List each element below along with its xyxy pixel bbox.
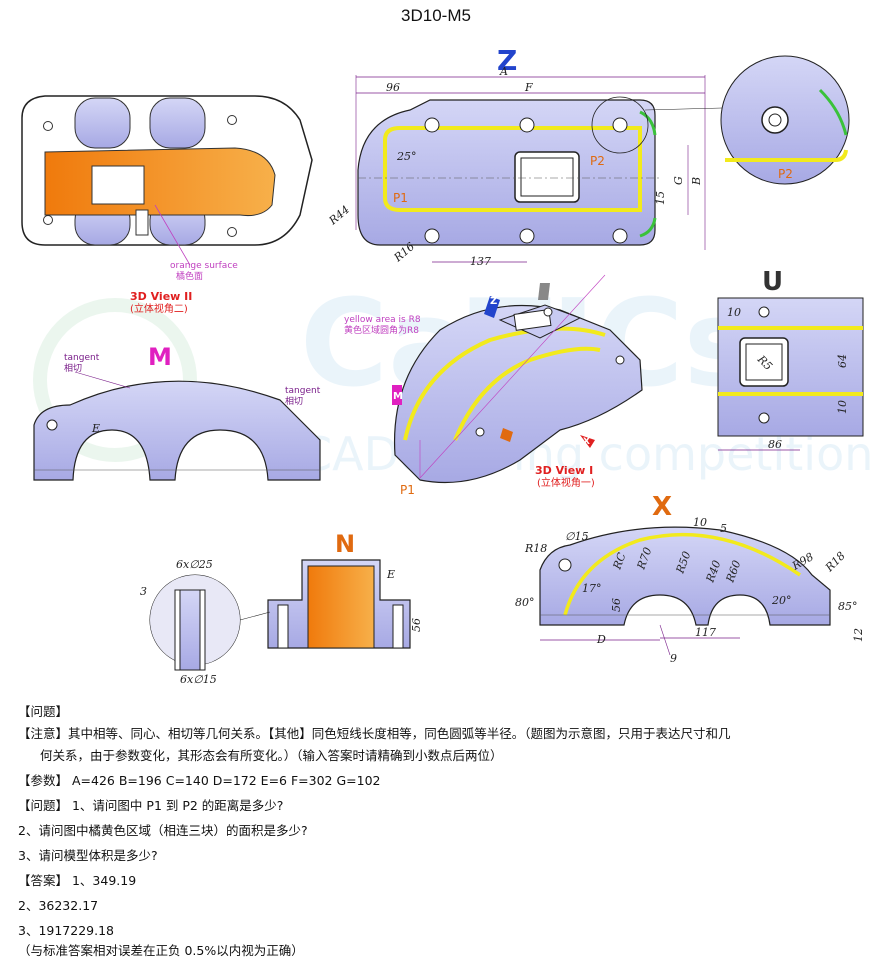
svg-text:3: 3 xyxy=(140,585,147,598)
svg-text:∅15: ∅15 xyxy=(565,530,589,543)
svg-text:10: 10 xyxy=(693,516,707,529)
svg-text:25°: 25° xyxy=(396,150,417,163)
view-u: U 10 R5 64 10 86 xyxy=(717,267,864,451)
answer-1: 【答案】 1、349.19 xyxy=(18,873,137,888)
detail-view-p2: P2 xyxy=(720,55,850,185)
answer-2: 2、36232.17 xyxy=(18,898,99,913)
svg-text:96: 96 xyxy=(386,81,400,94)
svg-text:E: E xyxy=(386,568,395,581)
m-tangent-left: tangent xyxy=(64,353,100,363)
question-1: 【问题】 1、请问图中 P1 到 P2 的距离是多少? xyxy=(18,798,284,813)
svg-text:137: 137 xyxy=(470,255,491,268)
svg-text:80°: 80° xyxy=(515,596,535,609)
svg-text:10: 10 xyxy=(727,306,741,319)
svg-text:117: 117 xyxy=(695,626,716,639)
svg-text:56: 56 xyxy=(410,618,423,632)
tolerance-note: （与标准答案相对误差在正负 0.5%以内视为正确） xyxy=(18,943,304,958)
svg-text:5: 5 xyxy=(720,522,727,535)
svg-text:9: 9 xyxy=(670,652,677,665)
svg-text:D: D xyxy=(596,633,606,646)
svg-text:G: G xyxy=(672,176,685,185)
svg-text:X: X xyxy=(583,437,590,447)
svg-text:E: E xyxy=(91,422,100,435)
yellow-area-label: yellow area is R8 xyxy=(344,315,421,325)
z-p1-label: P1 xyxy=(393,191,408,205)
question-3: 3、请问模型体积是多少? xyxy=(18,848,158,863)
view-3d-ii: orange surface 橘色面 3D View II (立体视角二) xyxy=(21,95,313,315)
view-x: X R18 ∅15 RC R70 R50 R40 R60 R98 R18 10 … xyxy=(515,492,865,665)
view-2-label: 3D View II xyxy=(130,290,192,303)
svg-text:6x∅15: 6x∅15 xyxy=(180,673,217,686)
answer-3: 3、1917229.18 xyxy=(18,923,115,938)
svg-text:A: A xyxy=(499,65,508,78)
view-z: Z A 96 F 25° P1 P2 G B 15 R44 R16 137 xyxy=(326,44,723,268)
view-1-label: 3D View I xyxy=(535,464,593,477)
m-letter: M xyxy=(148,343,172,371)
svg-text:15: 15 xyxy=(654,191,667,205)
yellow-area-label-cn: 黄色区域圆角为R8 xyxy=(344,324,419,336)
detail-p2-label: P2 xyxy=(778,167,793,181)
n-letter: N xyxy=(335,530,355,558)
page-title: 3D10-M5 xyxy=(401,6,471,25)
svg-text:85°: 85° xyxy=(838,600,858,613)
question-header: 【问题】 xyxy=(18,704,69,719)
svg-text:R18: R18 xyxy=(524,542,547,555)
note-line-1: 【注意】其中相等、同心、相切等几何关系。【其他】同色短线长度相等，同色圆弧等半径… xyxy=(18,726,731,741)
view1-p1-label: P1 xyxy=(400,483,415,497)
view-3d-i: Z M X P1 yellow area is R8 黄色区域圆角为R8 3D … xyxy=(344,274,643,497)
view-1-label-cn: (立体视角一) xyxy=(537,476,595,489)
svg-text:56: 56 xyxy=(610,598,623,612)
z-letter: Z xyxy=(497,44,517,77)
svg-text:RC: RC xyxy=(610,550,628,572)
svg-text:86: 86 xyxy=(768,438,782,451)
svg-text:6x∅25: 6x∅25 xyxy=(176,558,213,571)
note-line-2: 何关系，由于参数变化，其形态会有所变化。）（输入答案时请精确到小数点后两位） xyxy=(40,748,503,763)
svg-text:F: F xyxy=(524,81,533,94)
view-n: N E 56 6x∅25 3 6x∅15 xyxy=(140,530,423,686)
m-tangent-right: tangent xyxy=(285,386,321,396)
view-m: M E tangent 相切 tangent 相切 xyxy=(33,343,321,481)
svg-text:M: M xyxy=(393,391,403,402)
svg-text:R44: R44 xyxy=(326,203,352,228)
svg-text:10: 10 xyxy=(836,400,849,414)
drawing-canvas: CaTICs CADdrawing competition orange sur… xyxy=(21,44,872,686)
svg-text:B: B xyxy=(690,177,703,186)
m-tangent-left-cn: 相切 xyxy=(64,362,82,374)
svg-text:64: 64 xyxy=(836,354,849,368)
view-2-label-cn: (立体视角二) xyxy=(130,302,188,315)
svg-text:20°: 20° xyxy=(771,594,792,607)
svg-text:R18: R18 xyxy=(822,549,848,575)
m-tangent-right-cn: 相切 xyxy=(285,395,303,407)
z-p2-label: P2 xyxy=(590,154,605,168)
parameters: 【参数】 A=426 B=196 C=140 D=172 E=6 F=302 G… xyxy=(18,773,381,788)
svg-text:17°: 17° xyxy=(582,582,602,595)
orange-surface-label: orange surface xyxy=(170,261,238,271)
svg-text:Z: Z xyxy=(490,296,497,307)
u-letter: U xyxy=(762,267,783,297)
question-2: 2、请问图中橘黄色区域（相连三块）的面积是多少? xyxy=(18,823,308,838)
x-letter: X xyxy=(652,492,672,522)
svg-text:12: 12 xyxy=(852,628,865,642)
orange-surface-label-cn: 橘色面 xyxy=(176,270,203,282)
